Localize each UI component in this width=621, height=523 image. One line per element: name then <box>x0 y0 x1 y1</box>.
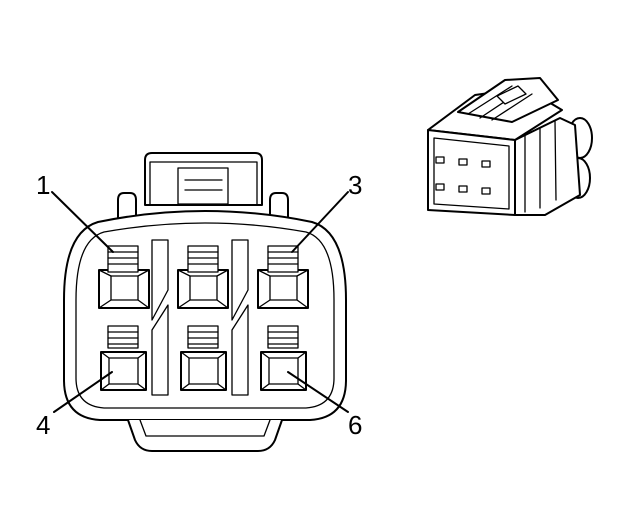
leader-line-3 <box>291 191 349 253</box>
leader-lines <box>51 191 349 413</box>
pin-label-3: 3 <box>348 170 362 200</box>
terminal-4 <box>100 325 147 391</box>
terminal-1 <box>98 245 150 309</box>
connector-isometric-view <box>427 77 593 216</box>
terminal-2 <box>177 245 229 309</box>
top-latch <box>117 152 289 218</box>
leader-line-4 <box>53 371 113 413</box>
terminal-5 <box>180 325 227 391</box>
pin-label-1: 1 <box>36 170 50 200</box>
pin-label-4: 4 <box>36 410 50 440</box>
pin-label-6: 6 <box>348 410 362 440</box>
connector-face-view: 1 3 4 6 <box>36 152 362 452</box>
terminal-row-bottom <box>100 325 307 391</box>
iso-face <box>427 129 516 216</box>
iso-cavities <box>435 156 491 195</box>
leader-line-6 <box>287 371 349 413</box>
terminal-6 <box>260 325 307 391</box>
leader-line-1 <box>51 191 114 253</box>
connector-inner-face <box>75 222 335 409</box>
terminal-row-top <box>98 245 309 309</box>
